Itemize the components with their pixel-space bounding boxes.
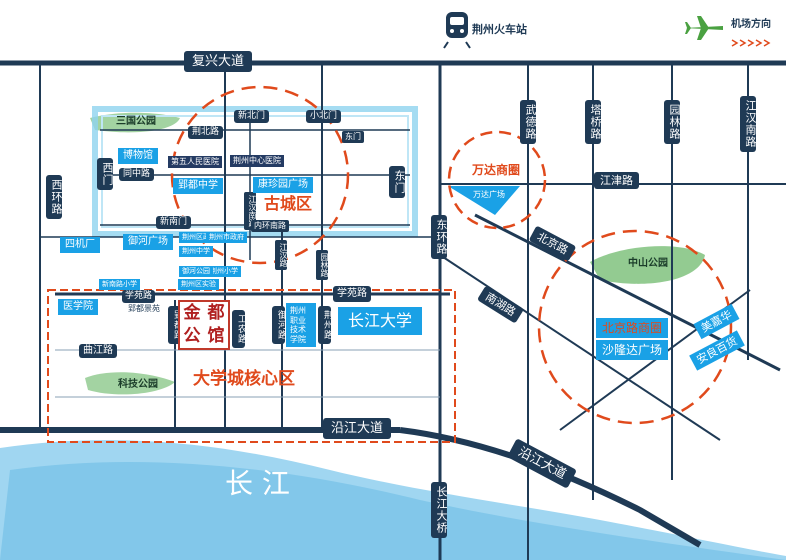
fifth-hospital-label: 第五人民医院 bbox=[168, 156, 222, 168]
siji-label: 四机厂 bbox=[60, 237, 100, 253]
jindu-char-4: 馆 bbox=[207, 326, 225, 346]
small-place-6: 御河公园 bbox=[179, 266, 213, 277]
gate-xiaobei: 小北门 bbox=[306, 110, 342, 123]
road-small-4: 内环南路 bbox=[251, 220, 289, 232]
jindu-stamp: 金 都 公 馆 bbox=[178, 300, 230, 350]
sanguo-park-label: 三国公园 bbox=[116, 116, 156, 127]
road-xuefu-1: 学苑路 bbox=[122, 290, 156, 303]
road-taiqiao: 塔桥路 bbox=[585, 100, 602, 144]
wanda-circle-label: 万达商圈 bbox=[472, 163, 521, 177]
beijing-circle bbox=[537, 229, 733, 425]
road-tongzhong: 同中路 bbox=[119, 168, 155, 181]
road-jingbei: 荆北路 bbox=[188, 126, 224, 139]
arrow-right-icon bbox=[731, 39, 771, 47]
guzhen-square-label: 康珍园广场 bbox=[253, 177, 313, 193]
road-jiangjin: 江津路 bbox=[594, 172, 639, 189]
small-place-10: 荆州区实验 bbox=[178, 279, 219, 290]
river-label: 长 江 bbox=[225, 467, 290, 500]
museum-label: 博物馆 bbox=[118, 148, 158, 164]
road-yanjiang-1: 沿江大道 bbox=[323, 418, 392, 439]
road-xihuan: 西环路 bbox=[46, 175, 63, 219]
zhongshan-park-label: 中山公园 bbox=[628, 258, 668, 269]
univ-core-label: 大学城核心区 bbox=[193, 369, 295, 389]
road-fuxing: 复兴大道 bbox=[184, 51, 253, 72]
wanda-square-label: 万达广场 bbox=[473, 190, 505, 199]
small-place-3: 荆州中学 bbox=[179, 246, 213, 257]
road-yuhe: 御河路 bbox=[272, 306, 286, 344]
old-city-wall bbox=[92, 106, 418, 237]
beijing-circle-label: 北京路商圈 bbox=[596, 318, 669, 338]
road-small-9: 江汉路 bbox=[275, 240, 288, 270]
central-hospital-label: 荆州中心医院 bbox=[230, 155, 284, 167]
road-donghuan: 东环路 bbox=[431, 215, 448, 259]
small-place-5: 荆州小学 bbox=[207, 266, 241, 277]
univ-core-rect bbox=[47, 289, 456, 443]
keji-park-area bbox=[85, 372, 175, 395]
shalongda-label: 沙隆达广场 bbox=[596, 340, 669, 360]
small-place-8: 荆州市政府 bbox=[206, 232, 247, 243]
ying-school-label: 郢都中学 bbox=[173, 178, 223, 194]
changjiang-univ-label: 长江大学 bbox=[338, 307, 423, 335]
airport-direction-label: 机场方向 bbox=[731, 19, 771, 30]
keji-park-label: 科技公园 bbox=[118, 379, 158, 390]
yuhe-square-label: 御河广场 bbox=[123, 234, 173, 250]
road-wude: 武德路 bbox=[520, 100, 537, 144]
road-jingzhou: 荆州路 bbox=[318, 306, 332, 344]
gate-ximen: 西门 bbox=[97, 158, 114, 190]
gate-xinbei: 新北门 bbox=[234, 110, 270, 123]
zhongshan-park-area bbox=[590, 246, 705, 284]
airplane-icon bbox=[685, 16, 723, 40]
small-place-11: 新南路小学 bbox=[99, 279, 140, 290]
road-yingdu: 郢都路 bbox=[168, 306, 182, 344]
jindu-char-3: 公 bbox=[183, 326, 201, 346]
yuyuan-label: 郢都景苑 bbox=[128, 304, 160, 313]
jindu-char-1: 金 bbox=[183, 303, 201, 323]
road-small-12: 园林路 bbox=[316, 250, 329, 280]
road-jianghan: 江汉南路 bbox=[740, 96, 757, 152]
road-qujiang: 曲江路 bbox=[79, 344, 117, 358]
gate-xinnan: 新南门 bbox=[156, 216, 192, 229]
road-gongnong: 工农路 bbox=[232, 310, 246, 348]
road-xuefu-2: 学苑路 bbox=[333, 286, 371, 302]
jindu-char-2: 都 bbox=[207, 303, 225, 323]
old-city-label: 古城区 bbox=[264, 194, 313, 213]
river bbox=[0, 440, 786, 560]
train-station-label: 荆州火车站 bbox=[472, 23, 527, 36]
sanguo-park-area bbox=[90, 112, 180, 133]
train-icon bbox=[443, 12, 471, 49]
jing-school-label: 荆州职业技术学院 bbox=[286, 303, 316, 348]
gate-dongmen: 东门 bbox=[389, 166, 406, 198]
road-guoyuan: 园林路 bbox=[664, 100, 681, 144]
small-place-2: 荆州区政府 bbox=[179, 232, 220, 243]
old-city-circle bbox=[170, 85, 350, 265]
wanda-circle bbox=[447, 130, 547, 230]
road-small-7: 东门 bbox=[342, 131, 364, 143]
wanda-triangle bbox=[448, 186, 520, 215]
road-changjiang-bridge: 长江大桥 bbox=[431, 482, 448, 538]
jing-school-text: 荆州职业技术学院 bbox=[290, 306, 306, 344]
hospital-school-label: 医学院 bbox=[58, 299, 98, 315]
